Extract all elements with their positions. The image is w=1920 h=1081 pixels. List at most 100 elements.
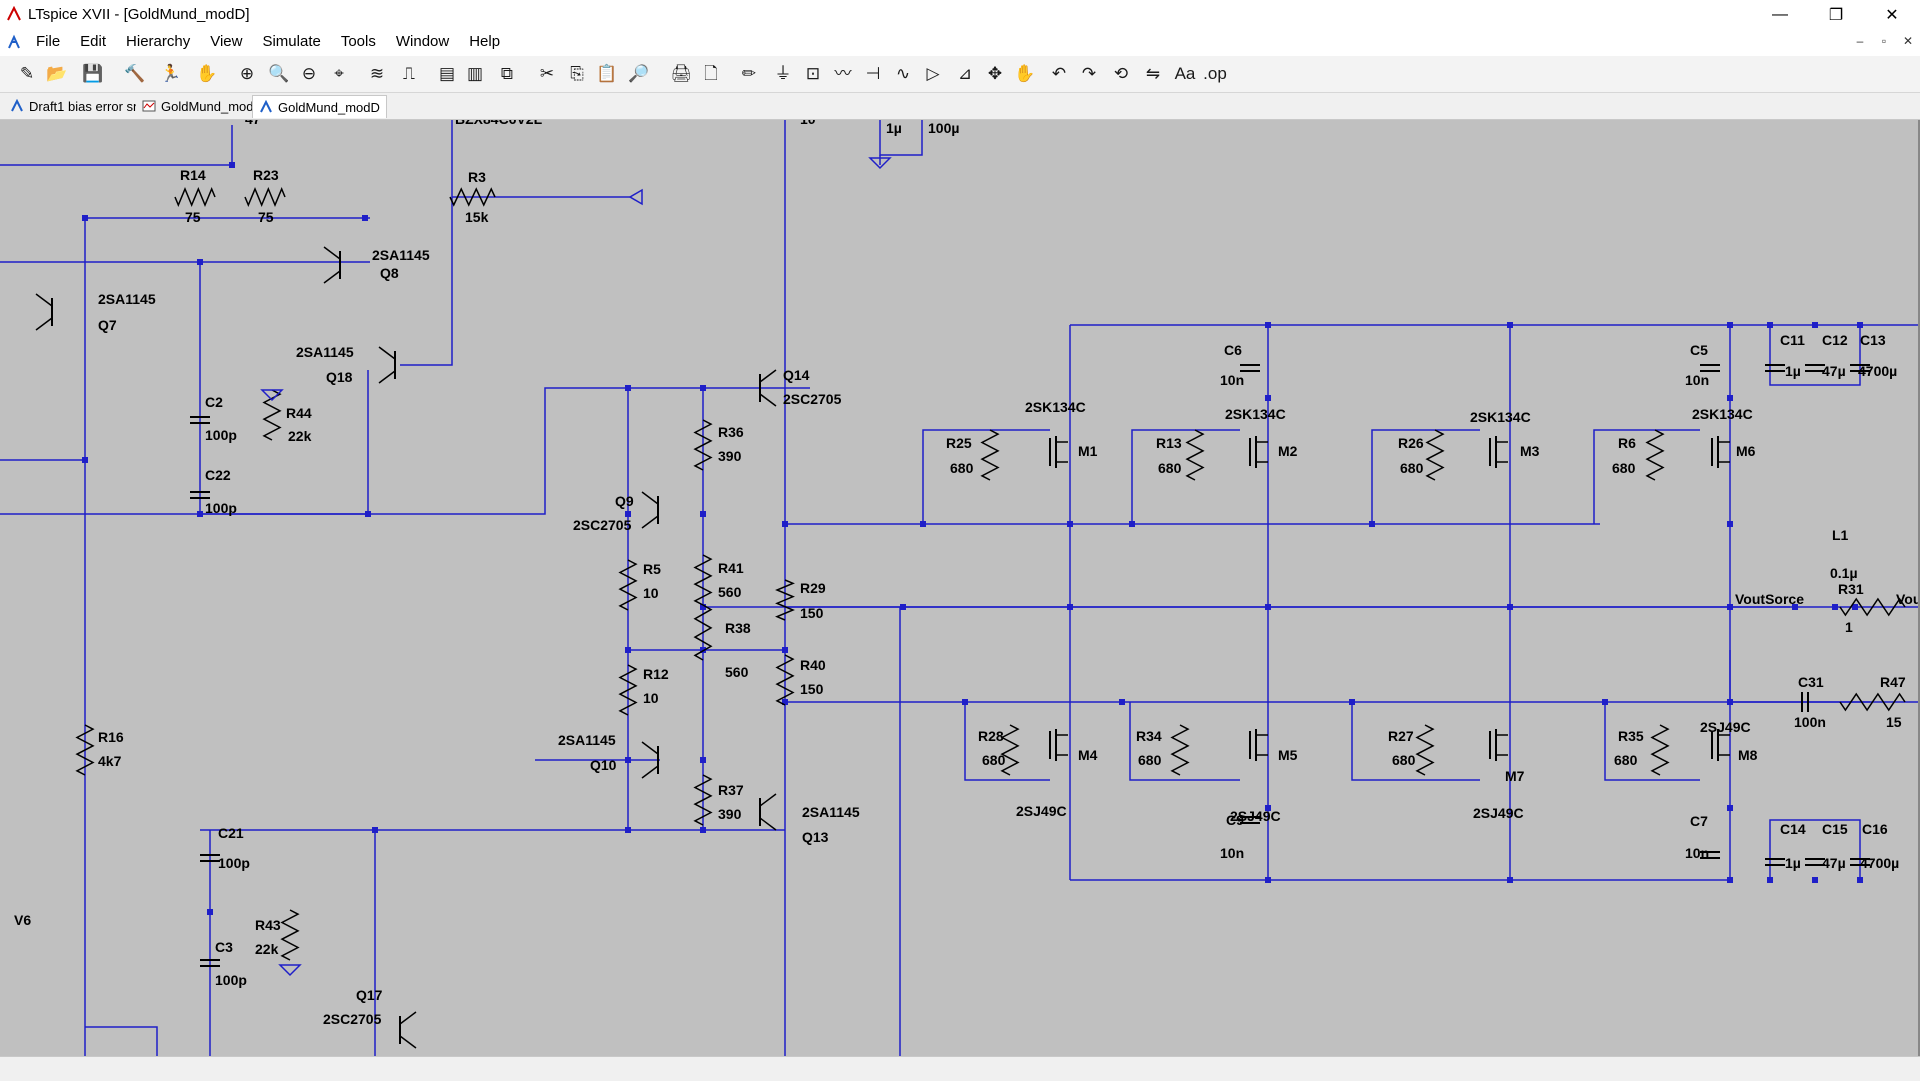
junction-dot <box>229 162 235 168</box>
vertical-scrollbar[interactable] <box>1918 120 1920 1056</box>
junction-dot <box>1265 805 1271 811</box>
minimize-button[interactable]: — <box>1772 6 1788 23</box>
zoom-out-icon[interactable]: ⊖ <box>301 64 317 83</box>
rotate-icon[interactable]: ⟲ <box>1113 64 1129 83</box>
label-R37: R37 <box>718 782 744 798</box>
menu-tools[interactable]: Tools <box>340 33 376 50</box>
diode-icon[interactable]: ▷ <box>926 64 940 83</box>
component-icon[interactable]: ⊿ <box>957 64 973 83</box>
mdi-restore-button[interactable]: ▫ <box>1881 34 1887 48</box>
menu-edit[interactable]: Edit <box>80 33 107 50</box>
tab-label: Draft1 bias error snap <box>29 98 155 114</box>
cascade-icon[interactable]: ⧉ <box>500 64 514 83</box>
bjt-collector <box>35 293 53 307</box>
cut-icon[interactable]: ✂ <box>539 64 555 83</box>
net-label-icon[interactable]: ⊡ <box>805 64 821 83</box>
tab-goldmund-waveform[interactable]: GoldMund_modD <box>136 95 269 117</box>
mdi-close-button[interactable]: ✕ <box>1902 34 1914 48</box>
copy-icon[interactable]: ⎘ <box>570 64 584 83</box>
label-C6: C6 <box>1224 342 1242 358</box>
restore-button[interactable]: ❐ <box>1828 7 1844 24</box>
junction-dot <box>1852 604 1858 610</box>
label-C3: C3 <box>215 939 233 955</box>
undo-icon[interactable]: ↶ <box>1051 64 1067 83</box>
drag-icon[interactable]: ✋ <box>1014 64 1036 83</box>
junction-dot <box>82 215 88 221</box>
junction-dot <box>625 827 631 833</box>
label-R44: R44 <box>286 405 312 421</box>
ground-icon[interactable]: ⏚ <box>774 64 792 83</box>
menu-window[interactable]: Window <box>395 33 450 50</box>
label-R36v: 390 <box>718 448 742 464</box>
zoom-pan-icon[interactable]: 🔍 <box>268 64 290 83</box>
bjt-collector <box>399 1011 417 1025</box>
text-icon[interactable]: Aa <box>1174 64 1196 83</box>
autoscale-icon[interactable]: ≋ <box>369 64 385 83</box>
menu-simulate[interactable]: Simulate <box>262 33 321 50</box>
junction-dot <box>1507 877 1513 883</box>
print-icon[interactable]: 🖨 <box>670 64 692 83</box>
control-panel-icon[interactable]: 🔨 <box>124 64 146 83</box>
label-R28v: 680 <box>982 752 1006 768</box>
menu-file[interactable]: File <box>36 33 61 50</box>
label-Q8: Q8 <box>380 265 399 281</box>
move-icon[interactable]: ✥ <box>987 64 1003 83</box>
capacitor-icon[interactable]: ⊣ <box>865 64 881 83</box>
junction-dot <box>1129 521 1135 527</box>
tile-horizontal-icon[interactable]: ▤ <box>438 64 456 83</box>
ground-symbol <box>868 157 892 170</box>
menu-bar: File Edit Hierarchy View Simulate Tools … <box>0 30 1920 54</box>
menu-help[interactable]: Help <box>469 33 501 50</box>
save-icon[interactable]: 💾 <box>82 64 104 83</box>
mirror-icon[interactable]: ⇋ <box>1145 64 1161 83</box>
close-button[interactable]: ✕ <box>1885 7 1899 24</box>
new-schematic-icon[interactable]: ✎ <box>19 64 35 83</box>
schematic-drawing[interactable]: 47BZX84C6V2L101µ100µR1475R2375R315k2SA11… <box>0 120 1920 1056</box>
tile-vertical-icon[interactable]: ▥ <box>466 64 484 83</box>
find-icon[interactable]: 🔎 <box>628 64 650 83</box>
resistor <box>1645 429 1665 481</box>
print-preview-icon[interactable]: 🗋 <box>704 64 718 83</box>
label-C21v: 100p <box>218 855 250 871</box>
draw-wire-icon[interactable]: ✏ <box>741 64 757 83</box>
menu-hierarchy[interactable]: Hierarchy <box>126 33 191 50</box>
paste-icon[interactable]: 📋 <box>596 64 618 83</box>
menu-view[interactable]: View <box>210 33 243 50</box>
bjt-emitter <box>378 370 396 384</box>
label-R12v: 10 <box>643 690 659 706</box>
label-R28: R28 <box>978 728 1004 744</box>
open-icon[interactable]: 📂 <box>46 64 68 83</box>
label-Q17: Q17 <box>356 987 383 1003</box>
run-icon[interactable]: 🏃 <box>160 64 182 83</box>
label-C21: C21 <box>218 825 244 841</box>
zoom-fit-icon[interactable]: ⌖ <box>334 64 344 83</box>
waveform-icon[interactable]: ⎍ <box>403 64 415 83</box>
label-C2: C2 <box>205 394 223 410</box>
resistor <box>980 429 1000 481</box>
junction-dot <box>1767 877 1773 883</box>
junction-dot <box>700 385 706 391</box>
document-icon[interactable] <box>6 34 22 50</box>
junction-dot <box>1507 322 1513 328</box>
resistor-icon[interactable]: 〰 <box>834 64 852 83</box>
tab-draft1[interactable]: Draft1 bias error snap <box>4 95 161 117</box>
tab-goldmund-schematic[interactable]: GoldMund_modD <box>252 95 387 118</box>
label-C9: C9 <box>1226 812 1244 828</box>
halt-icon[interactable]: ✋ <box>196 64 218 83</box>
zoom-in-icon[interactable]: ⊕ <box>239 64 255 83</box>
junction-dot <box>782 521 788 527</box>
redo-icon[interactable]: ↷ <box>1081 64 1097 83</box>
junction-dot <box>1727 322 1733 328</box>
mdi-minimize-button[interactable]: – <box>1856 34 1864 48</box>
inductor-icon[interactable]: ∿ <box>895 64 911 83</box>
label-R47v: 15 <box>1886 714 1902 730</box>
schematic-canvas[interactable]: 47BZX84C6V2L101µ100µR1475R2375R315k2SA11… <box>0 120 1920 1056</box>
junction-dot <box>362 215 368 221</box>
spice-directive-icon[interactable]: .op <box>1203 64 1227 83</box>
label-R31: R31 <box>1838 581 1864 597</box>
label-R27: R27 <box>1388 728 1414 744</box>
label-M6: M6 <box>1736 443 1756 459</box>
label-M8: M8 <box>1738 747 1758 763</box>
label-R38: R38 <box>725 620 751 636</box>
ltspice-app-icon[interactable] <box>6 6 22 22</box>
